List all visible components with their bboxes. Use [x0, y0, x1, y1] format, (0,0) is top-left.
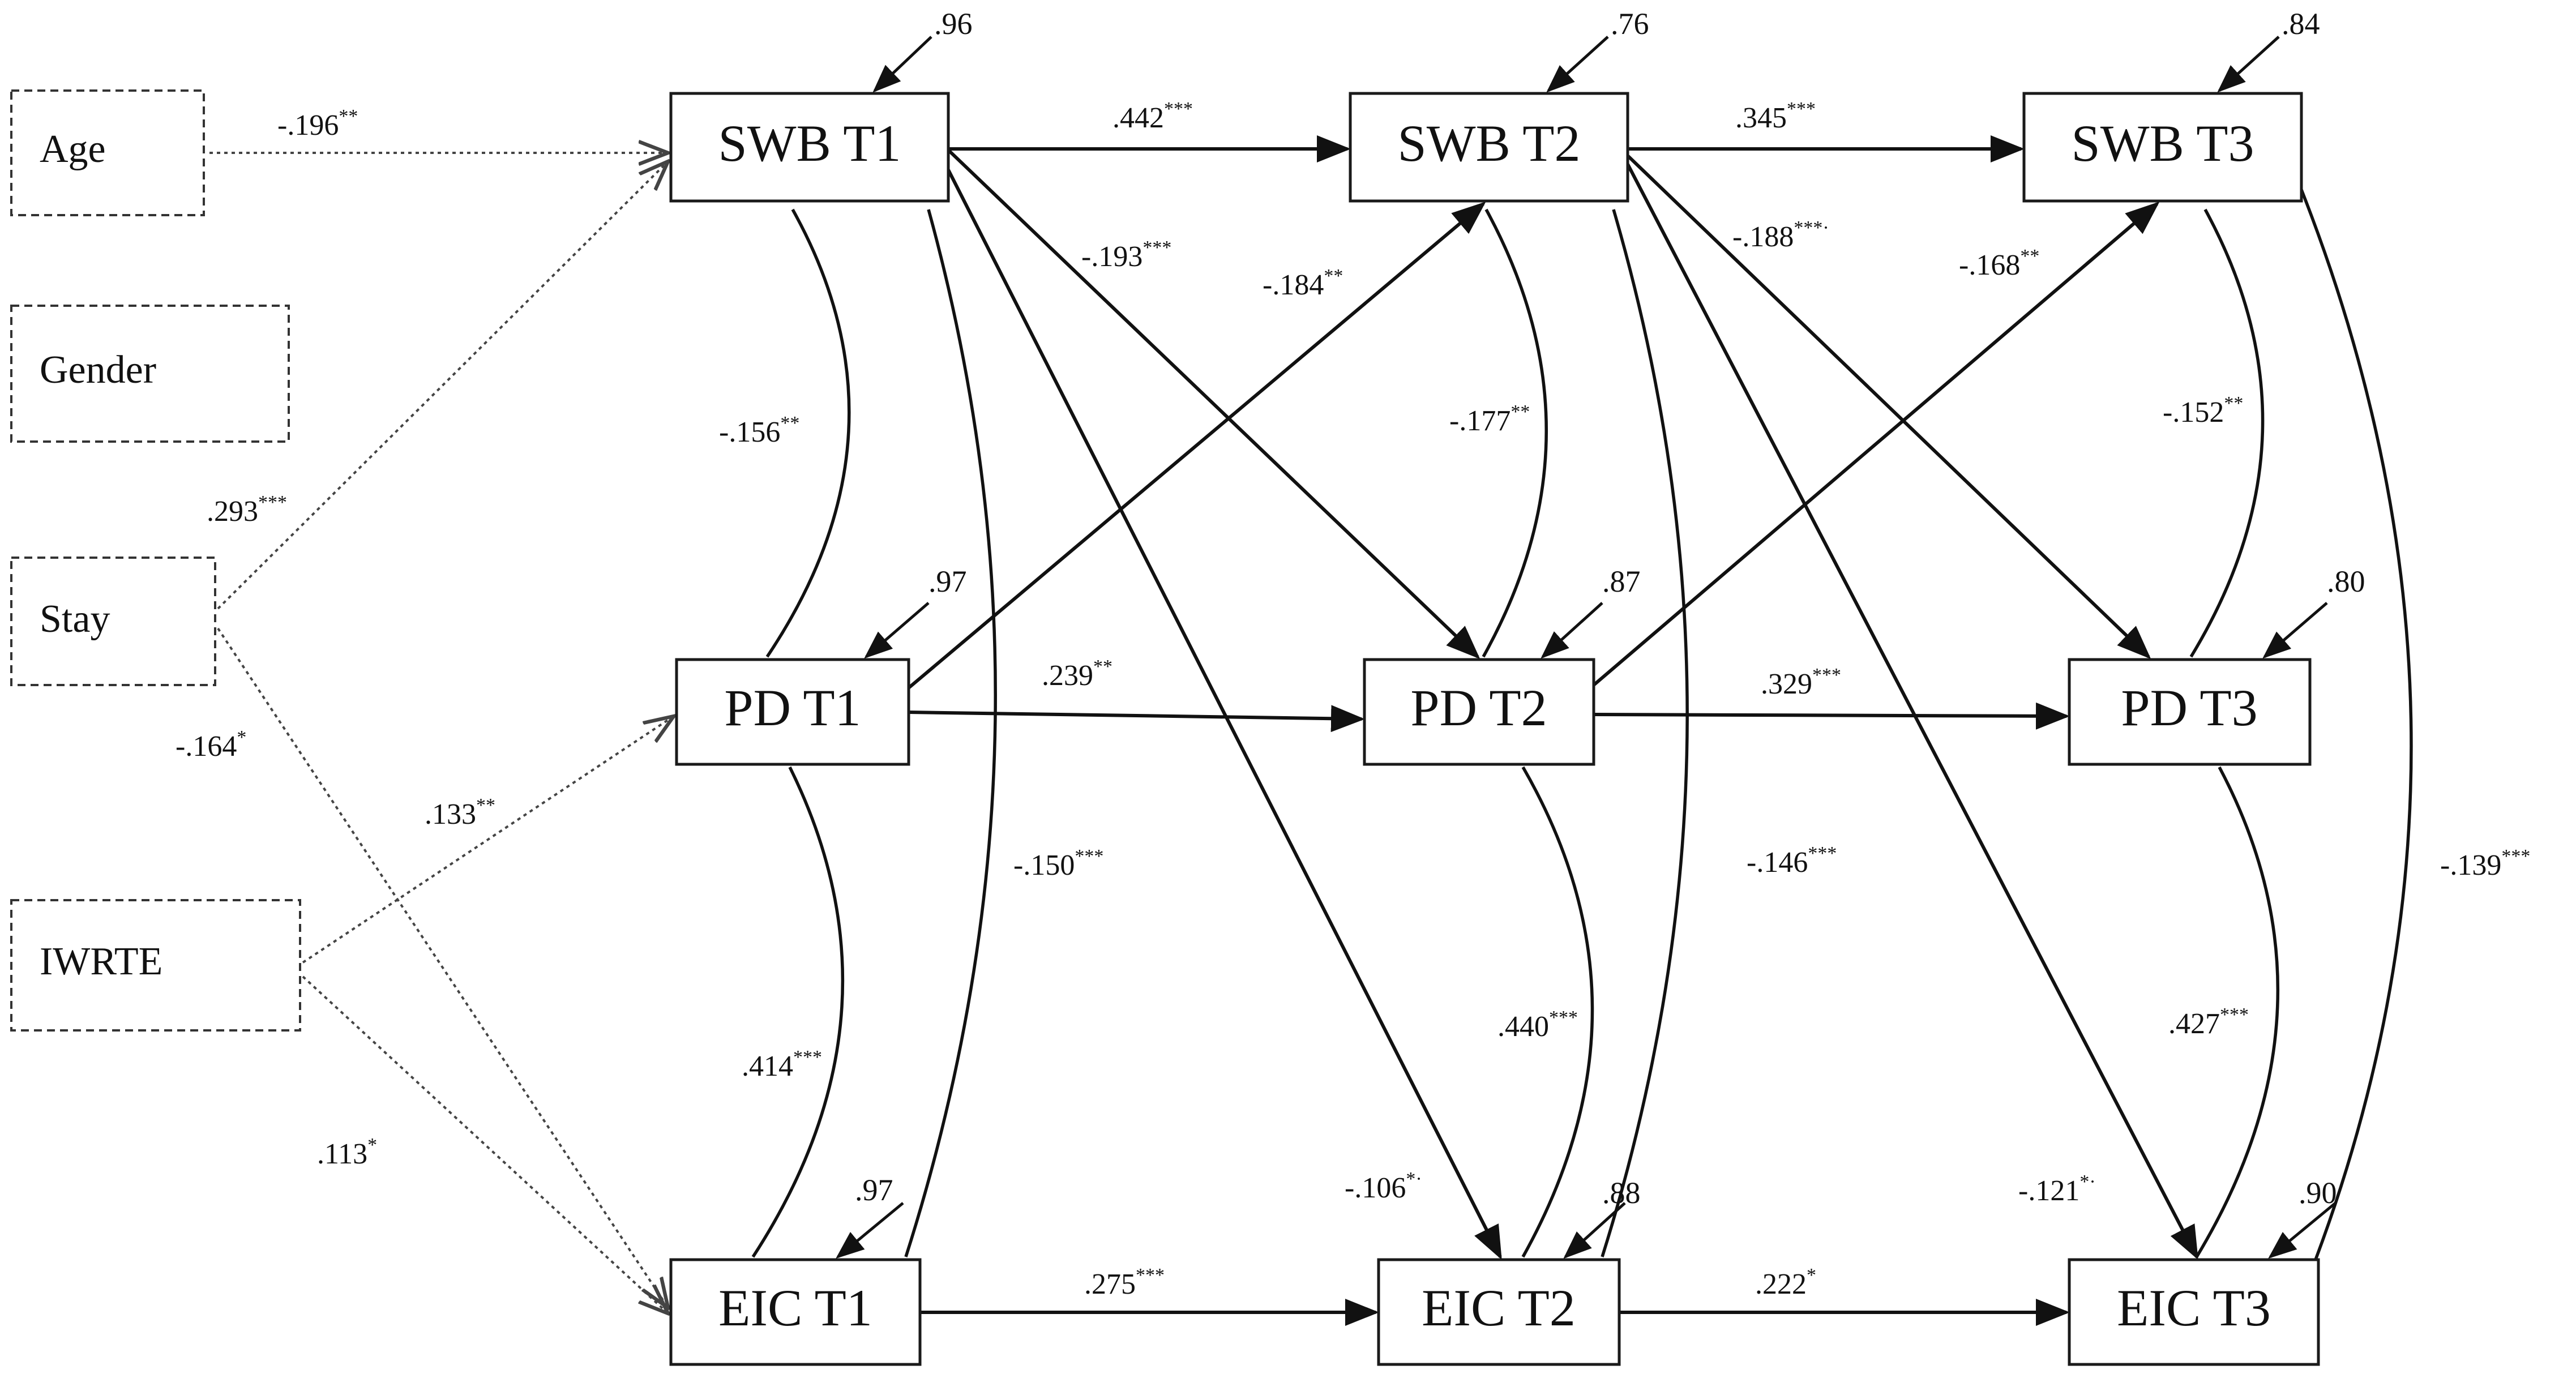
error-term-layer	[836, 36, 2337, 1259]
covariate-label: Age	[40, 127, 106, 171]
node-label: PD T1	[724, 679, 861, 737]
path-coefficient-label: .239**	[1042, 656, 1112, 692]
error-arrow-swb1	[872, 36, 932, 93]
covariance-swb2-eic2	[1601, 209, 1689, 1257]
covariance-pd3-eic3	[2195, 766, 2280, 1258]
path-coefficient-label: .329***	[1761, 665, 1841, 700]
path-swb2-eic3	[1626, 163, 2198, 1260]
covariance-layer	[751, 189, 2413, 1260]
node-label: EIC T1	[718, 1279, 872, 1337]
node-pd-t2: PD T2	[1363, 658, 1595, 766]
node-swb-t1: SWB T1	[669, 92, 950, 203]
covariate-coefficient-label: .133**	[425, 795, 495, 831]
error-term-label: .97	[855, 1173, 893, 1207]
covariance-swb2-pd2	[1482, 208, 1548, 658]
node-label: SWB T2	[1398, 114, 1581, 172]
node-label: EIC T3	[2117, 1279, 2271, 1337]
path-coefficient-label: .275***	[1084, 1265, 1165, 1300]
error-arrow-swb3	[2217, 36, 2280, 93]
path-coefficient-label: -.188***·	[1732, 217, 1829, 253]
path-coefficient-label: -.121*·	[2018, 1171, 2096, 1207]
path-swb1-eic2	[947, 169, 1502, 1260]
path-coefficient-label: .345***	[1735, 99, 1816, 134]
coefficient-label-layer: -.196** .293*** -.164* .133** .113* .442*** .3…	[176, 7, 2530, 1300]
covariate-path-iwrte-eic1	[302, 975, 668, 1313]
path-coefficient-label: -.184**	[1263, 266, 1343, 301]
error-term-label: .97	[928, 564, 967, 598]
path-coefficient-label: -.168**	[1959, 246, 2039, 281]
error-arrow-eic3	[2268, 1202, 2337, 1259]
path-pd1-pd2	[908, 705, 1365, 733]
node-pd-t1: PD T1	[675, 658, 910, 766]
error-term-label: .76	[1611, 7, 1649, 41]
error-arrow-pd3	[2262, 602, 2328, 659]
covariance-pd1-eic1	[751, 766, 845, 1258]
node-label: EIC T2	[1422, 1279, 1576, 1337]
path-pd2-pd3	[1593, 702, 2070, 730]
covariate-path-stay-eic1	[217, 627, 668, 1308]
covariance-coefficient-label: -.152**	[2163, 393, 2243, 429]
node-eic-t3: EIC T3	[2068, 1258, 2320, 1366]
covariate-label: Stay	[40, 597, 110, 641]
error-term-label: .90	[2299, 1176, 2337, 1210]
node-eic-t2: EIC T2	[1377, 1258, 1621, 1366]
covariance-coefficient-label: .414***	[742, 1047, 822, 1082]
node-label: SWB T3	[2072, 114, 2254, 172]
error-term-label: .96	[934, 7, 973, 41]
error-term-label: .87	[1602, 564, 1641, 598]
covariate-coefficient-label: -.164*	[176, 727, 246, 763]
error-arrow-eic2	[1563, 1202, 1626, 1259]
covariate-coefficient-label: .293***	[207, 492, 287, 528]
covariate-path-layer	[209, 153, 674, 1313]
error-term-label: .84	[2282, 7, 2320, 41]
path-coefficient-label: -.193***	[1081, 237, 1171, 273]
regression-path-layer	[908, 135, 2198, 1326]
covariance-swb1-eic1	[904, 209, 997, 1257]
covariance-coefficient-label: -.146***	[1747, 843, 1837, 879]
covariate-coefficient-label: .113*	[317, 1135, 377, 1170]
path-coefficient-label: .222*	[1755, 1265, 1816, 1300]
covariate-iwrte: IWRTE	[10, 899, 301, 1032]
error-arrow-swb2	[1546, 36, 1609, 93]
node-pd-t3: PD T3	[2068, 658, 2312, 766]
path-swb1-pd2	[947, 148, 1480, 660]
covariate-age: Age	[10, 89, 205, 216]
covariance-coefficient-label: -.139***	[2440, 846, 2530, 881]
covariance-swb1-pd1	[765, 208, 851, 658]
covariance-swb3-eic3	[2300, 189, 2413, 1260]
path-coefficient-label: -.106*·	[1345, 1169, 1422, 1204]
error-term-label: .88	[1602, 1176, 1641, 1210]
path-pd2-swb3	[1593, 202, 2160, 687]
node-label: SWB T1	[718, 114, 901, 172]
covariate-stay: Stay	[10, 557, 216, 686]
path-coefficient-label: .442***	[1112, 99, 1193, 134]
node-swb-t2: SWB T2	[1349, 92, 1629, 203]
covariance-swb3-pd3	[2189, 208, 2265, 658]
covariance-pd2-eic2	[1521, 766, 1594, 1258]
covariance-coefficient-label: -.177**	[1449, 401, 1530, 437]
path-pd1-swb2	[908, 202, 1486, 690]
error-arrow-eic1	[836, 1202, 904, 1259]
covariate-gender: Gender	[10, 305, 290, 443]
covariate-label: IWRTE	[40, 940, 162, 983]
node-label: PD T3	[2121, 679, 2257, 737]
covariance-coefficient-label: .440***	[1497, 1007, 1578, 1043]
node-swb-t3: SWB T3	[2022, 92, 2303, 203]
error-arrow-pd1	[864, 602, 930, 659]
node-label: PD T2	[1410, 679, 1547, 737]
error-term-label: .80	[2327, 564, 2365, 598]
node-eic-t1: EIC T1	[669, 1258, 922, 1366]
covariance-coefficient-label: .427***	[2168, 1004, 2249, 1040]
covariance-coefficient-label: -.156**	[719, 413, 799, 448]
path-swb2-pd3	[1626, 154, 2151, 660]
covariate-label: Gender	[40, 348, 156, 392]
covariate-path-stay-swb1	[217, 161, 668, 610]
covariate-coefficient-label: -.196**	[277, 106, 358, 142]
error-arrow-pd2	[1541, 602, 1603, 659]
covariance-coefficient-label: -.150***	[1013, 846, 1103, 881]
covariate-path-iwrte-pd1	[302, 716, 674, 964]
